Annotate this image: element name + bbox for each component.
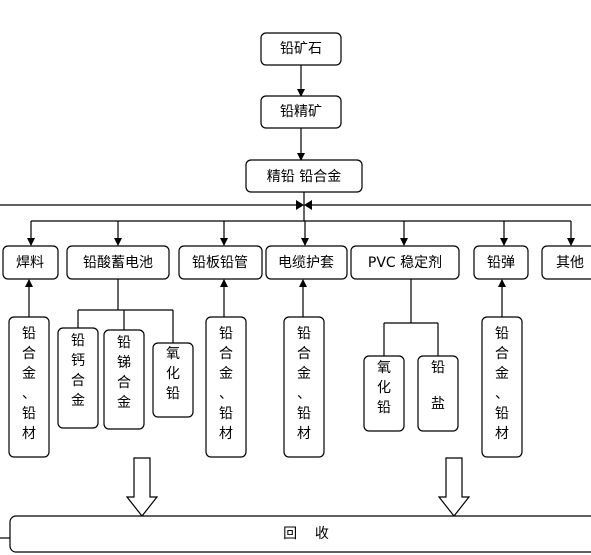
source-pvc-label-2: 铅盐 xyxy=(431,360,445,412)
source-cable-box xyxy=(283,316,325,458)
refined-lead-label: 精铅 铅合金 xyxy=(267,169,341,185)
ore-label: 铅矿石 xyxy=(280,41,322,57)
concentrate-label: 铅精矿 xyxy=(280,104,322,120)
recycle-label: 回 收 xyxy=(283,526,329,542)
source-pvc-box-2 xyxy=(417,355,459,432)
source-plate-box xyxy=(205,316,247,458)
source-cable-label: 铅合金、铅材 xyxy=(297,326,311,442)
source-battery-label-1: 铅钙合金 xyxy=(71,333,85,409)
source-battery-box-3 xyxy=(152,342,194,418)
product-pvc-label: PVC 稳定剂 xyxy=(368,255,442,271)
product-shot-label: 铅弹 xyxy=(487,255,515,271)
source-shot-box xyxy=(481,316,523,458)
recycle-arrow-left xyxy=(125,457,159,517)
source-battery-label-3: 氧化铅 xyxy=(166,346,180,402)
merge-arrow-left xyxy=(296,200,304,210)
product-other-box xyxy=(541,245,591,280)
source-battery-box-1 xyxy=(57,327,99,429)
source-battery-box-2 xyxy=(103,329,145,430)
source-pvc-box-1 xyxy=(363,355,405,432)
product-plate-label: 铅板铅管 xyxy=(192,255,248,271)
product-cable-label: 电缆护套 xyxy=(278,255,334,271)
source-plate-label: 铅合金、铅材 xyxy=(219,326,233,442)
source-battery-label-2: 铅锑合金 xyxy=(117,335,131,411)
product-other-label: 其他 xyxy=(556,255,584,271)
recycle-arrow-right xyxy=(437,457,471,517)
source-solder-label: 铅合金、铅材 xyxy=(22,326,36,442)
product-battery-label: 铅酸蓄电池 xyxy=(83,255,153,271)
source-solder-box xyxy=(8,316,50,458)
source-shot-label: 铅合金、铅材 xyxy=(495,326,509,442)
merge-arrow-right xyxy=(304,200,312,210)
source-pvc-label-1: 氧化铅 xyxy=(377,360,391,416)
product-pvc-box xyxy=(350,245,460,280)
product-solder-label: 焊料 xyxy=(16,255,44,271)
recycle-box xyxy=(9,515,591,553)
